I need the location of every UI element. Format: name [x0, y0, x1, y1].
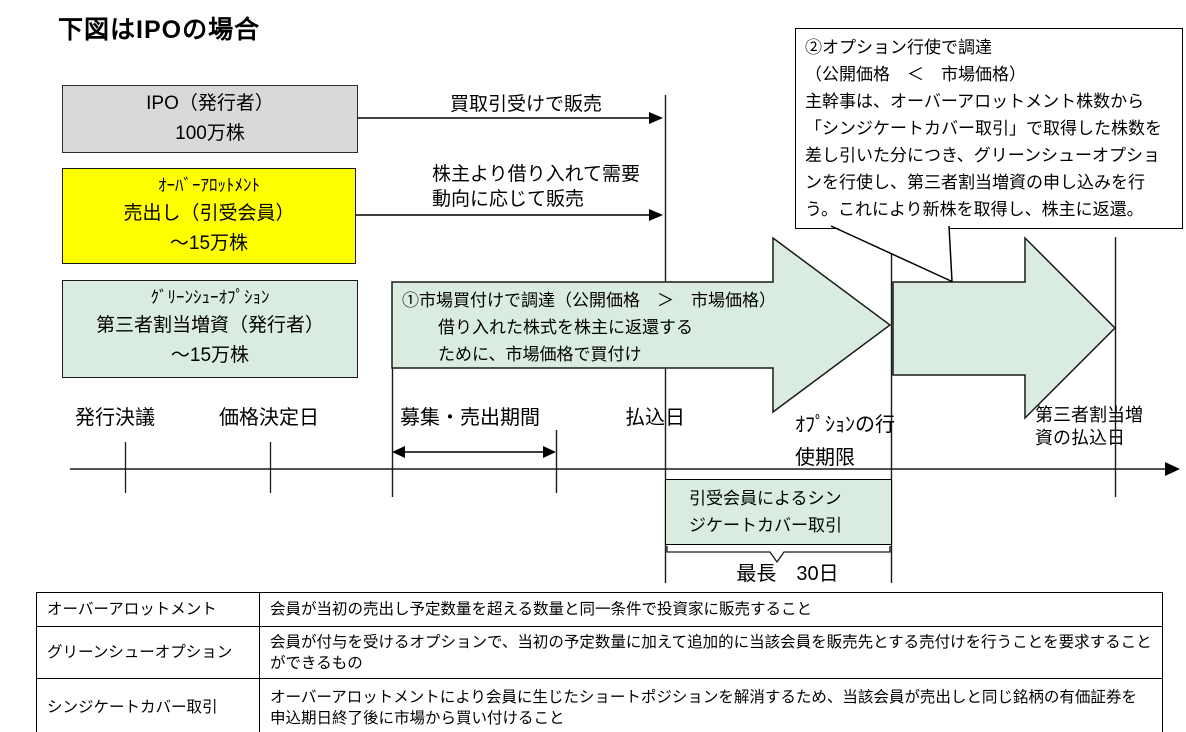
definition-cell: 会員が当初の売出し予定数量を超える数量と同一条件で投資家に販売すること: [259, 592, 1163, 627]
syndicate-cover-box: 引受会員によるシン ジケートカバー取引: [665, 479, 892, 545]
overallotment-box: ｵｰﾊﾞｰｱﾛｯﾄﾒﾝﾄ 売出し（引受会員） ～15万株: [62, 168, 356, 264]
timeline-label-option-deadline-line2: 使期限: [795, 447, 855, 469]
oa-sale-arrow-label-line1: 株主より借り入れて需要: [432, 164, 641, 185]
greenshoe-box-line1: ｸﾞﾘｰﾝｼｭｰｵﾌﾟｼｮﾝ: [150, 288, 270, 307]
timeline-label-option-deadline-line1: ｵﾌﾟｼｮﾝの行: [795, 414, 895, 436]
overallotment-box-line3: ～15万株: [169, 233, 249, 254]
overallotment-box-line2: 売出し（引受会員）: [123, 203, 295, 224]
timeline-label-third-party-payment: 第三者割当増 資の払込日: [1035, 404, 1143, 450]
ipo-box-line1: IPO（発行者）: [146, 93, 274, 114]
max-period-label: 最長 30日: [736, 563, 839, 585]
overallotment-box-line1: ｵｰﾊﾞｰｱﾛｯﾄﾒﾝﾄ: [158, 176, 260, 195]
offer-period-right-arrowhead: [543, 446, 556, 458]
table-row-overallotment: オーバーアロットメント 会員が当初の売出し予定数量を超える数量と同一条件で投資家…: [36, 592, 1163, 627]
syndicate-cover-box-line1: 引受会員によるシン: [689, 489, 842, 508]
option-exercise-callout: ②オプション行使で調達 （公開価格 ＜ 市場価格） 主幹事は、オーバーアロットメ…: [795, 28, 1183, 229]
timeline-label-offer-period: 募集・売出期間: [400, 407, 540, 429]
definition-cell: 会員が付与を受けるオプションで、当初の予定数量に加えて追加的に当該会員を販売先と…: [259, 626, 1163, 679]
callout-line2: （公開価格 ＜ 市場価格）: [805, 65, 1026, 84]
option-exercise-big-arrow: [892, 236, 1117, 420]
oa-sale-arrow-label-line2: 動向に応じて販売: [432, 189, 585, 210]
page-title: 下図はIPOの場合: [58, 16, 261, 44]
ipo-sale-arrow-label: 買取引受けで販売: [450, 94, 603, 115]
market-buy-big-arrow: [391, 236, 892, 414]
greenshoe-box: ｸﾞﾘｰﾝｼｭｰｵﾌﾟｼｮﾝ 第三者割当増資（発行者） ～15万株: [62, 280, 358, 378]
definition-cell: オーバーアロットメントにより会員に生じたショートポジションを解消するため、当該会…: [259, 678, 1163, 732]
greenshoe-box-line3: ～15万株: [170, 345, 250, 366]
market-buy-arrow-text: ①市場買付けで調達（公開価格 ＞ 市場価格） 借り入れた株式を株主に返還する た…: [402, 287, 776, 368]
oa-sale-arrow-label: 株主より借り入れて需要 動向に応じて販売: [432, 162, 640, 212]
callout-body: 主幹事は、オーバーアロットメント株数から「シンジケートカバー取引」で取得した株数…: [805, 92, 1162, 219]
term-cell: シンジケートカバー取引: [36, 678, 260, 732]
syndicate-cover-box-line2: ジケートカバー取引: [689, 516, 842, 535]
market-buy-arrow-line2: 借り入れた株式を株主に返還する: [438, 318, 693, 337]
callout-line1: ②オプション行使で調達: [805, 38, 992, 57]
timeline-label-third-party-line2: 資の払込日: [1035, 428, 1125, 448]
ipo-sale-arrowhead: [649, 112, 663, 124]
offer-period-left-arrowhead: [392, 446, 405, 458]
glossary-table: オーバーアロットメント 会員が当初の売出し予定数量を超える数量と同一条件で投資家…: [36, 592, 1163, 732]
timeline-label-payment-date: 払込日: [625, 407, 685, 429]
timeline-label-third-party-line1: 第三者割当増: [1035, 405, 1143, 425]
ipo-issuer-box: IPO（発行者） 100万株: [62, 85, 358, 153]
timeline-label-issue-resolution: 発行決議: [75, 407, 155, 429]
market-buy-arrow-line1: ①市場買付けで調達（公開価格 ＞ 市場価格）: [402, 291, 776, 310]
ipo-box-line2: 100万株: [175, 123, 245, 144]
table-row-syndicate-cover: シンジケートカバー取引 オーバーアロットメントにより会員に生じたショートポジショ…: [36, 678, 1163, 732]
oa-sale-arrowhead: [649, 209, 663, 221]
timeline-label-price-decision: 価格決定日: [219, 407, 319, 429]
max-period-bracket: [666, 546, 891, 563]
timeline-axis-arrowhead: [1165, 462, 1180, 476]
term-cell: グリーンシューオプション: [36, 626, 260, 679]
table-row-greenshoe: グリーンシューオプション 会員が付与を受けるオプションで、当初の予定数量に加えて…: [36, 626, 1163, 679]
timeline-label-option-deadline: ｵﾌﾟｼｮﾝの行 使期限: [795, 409, 895, 475]
greenshoe-box-line2: 第三者割当増資（発行者）: [95, 315, 324, 336]
term-cell: オーバーアロットメント: [36, 592, 260, 627]
market-buy-arrow-line3: ために、市場価格で買付け: [438, 345, 642, 364]
